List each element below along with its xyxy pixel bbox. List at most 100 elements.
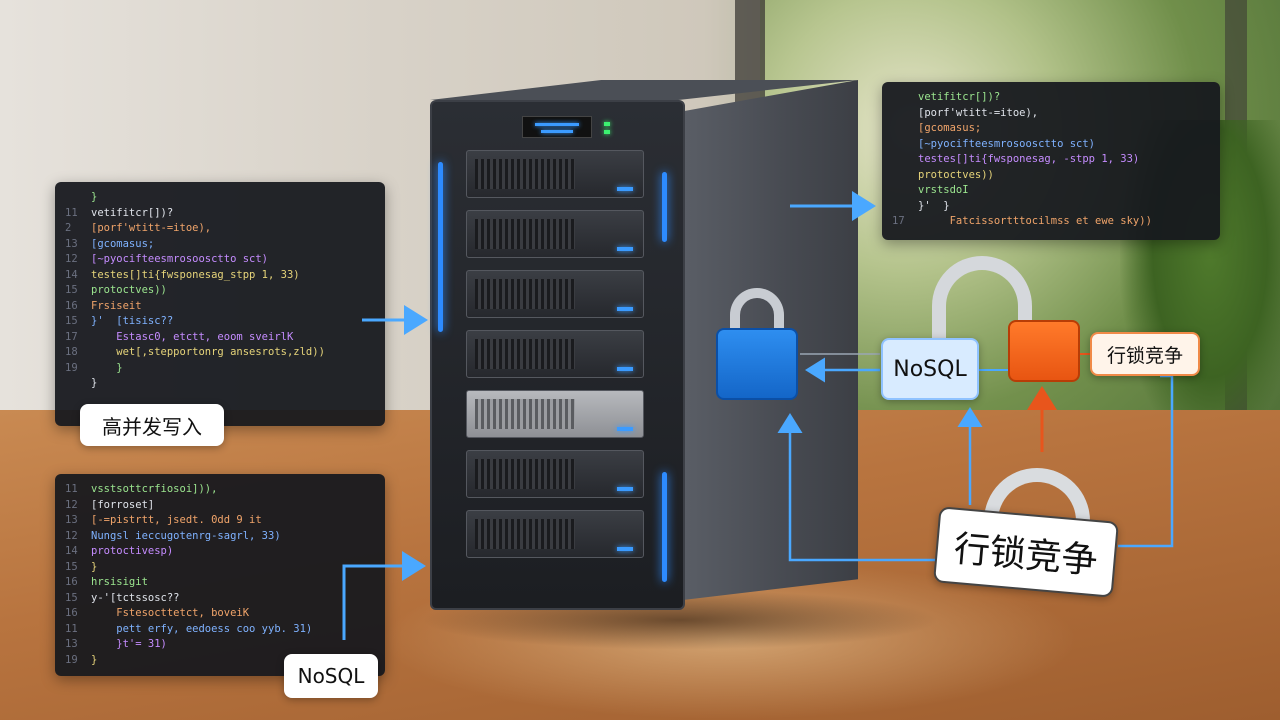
server-tower — [430, 80, 870, 620]
code-line: 16 hrsisigit — [65, 575, 375, 591]
line-number: 17 — [65, 330, 78, 343]
drive-bay — [466, 330, 644, 378]
line-number: 11 — [65, 206, 78, 219]
code-line: 12 [forroset] — [65, 498, 375, 514]
code-text: Frsiseit — [91, 299, 142, 312]
label-nosql-center: NoSQL — [881, 338, 979, 400]
code-line: 13 }t'= 31) — [65, 637, 375, 653]
code-text: vetifitcr[])? — [91, 206, 174, 219]
code-text: hrsisigit — [91, 576, 148, 588]
code-text: }t'= 31) — [91, 638, 167, 650]
code-text: testes[]ti{fwsponesag, -stpp 1, 33) — [918, 153, 1140, 165]
blue-led-strip — [662, 172, 667, 242]
line-number: 15 — [65, 284, 78, 296]
code-line: [~pyocifteesmrosoosctto sct) — [892, 137, 1210, 153]
line-number: 14 — [65, 268, 78, 281]
line-number — [892, 90, 918, 106]
line-number — [892, 168, 918, 184]
line-number: 16 — [65, 299, 78, 312]
line-number: 12 — [65, 253, 78, 265]
code-line: 19} — [65, 653, 375, 669]
line-number — [892, 152, 918, 168]
code-text: [forroset] — [91, 498, 155, 511]
line-number — [65, 376, 91, 392]
code-text: Estasc0, etctt, eoom sveirlK — [91, 330, 294, 343]
code-text: pett erfy, eedoess coo yyb. 31) — [91, 622, 313, 635]
code-text: [porf'wtitt-=itoe), — [918, 106, 1039, 119]
line-number — [892, 183, 918, 199]
code-text: }' } — [918, 199, 950, 212]
line-number — [65, 190, 91, 206]
front-display — [522, 116, 592, 138]
line-number: 15 — [65, 560, 78, 573]
code-text: protoctves)) — [91, 284, 167, 296]
code-text: }' [tisisc?? — [91, 315, 174, 327]
code-line: 11 vetifitcr[])? — [65, 206, 375, 222]
line-number: 15 — [65, 315, 78, 327]
code-text: [gcomasus; — [918, 122, 982, 134]
code-line: } — [65, 190, 375, 206]
drive-bay — [466, 270, 644, 318]
drive-bay — [466, 450, 644, 498]
code-text: [~pyocifteesmrosoosctto sct) — [91, 253, 269, 265]
code-line: [porf'wtitt-=itoe), — [892, 106, 1210, 122]
line-number: 12 — [65, 529, 78, 542]
code-line: 12 Nungsl ieccugotenrg-sagrl, 33) — [65, 529, 375, 545]
code-text: [gcomasus; — [91, 237, 155, 250]
code-line: 15 y-'[tctssosc?? — [65, 591, 375, 607]
code-panel-top-right: vetifitcr[])?[porf'wtitt-=itoe),[gcomasu… — [882, 82, 1220, 240]
code-text: [-=pistrtt, jsedt. 0dd 9 it — [91, 514, 262, 526]
lock-icon-blue — [716, 288, 798, 400]
code-text: } — [91, 560, 98, 573]
line-number — [892, 106, 918, 122]
code-text: } — [91, 653, 98, 666]
line-number: 12 — [65, 498, 78, 511]
code-line: 17 Estasc0, etctt, eoom sveirlK — [65, 330, 375, 346]
code-text: } — [91, 361, 123, 374]
line-number: 14 — [65, 545, 78, 557]
code-line: 13 [-=pistrtt, jsedt. 0dd 9 it — [65, 513, 375, 529]
line-number: 13 — [65, 237, 78, 250]
line-number — [892, 137, 918, 153]
code-line: 18 wet[,stepportonrg ansesrots,zld)) — [65, 345, 375, 361]
code-line: vrstsdoI — [892, 183, 1210, 199]
line-number: 15 — [65, 591, 78, 604]
code-text: wet[,stepportonrg ansesrots,zld)) — [91, 346, 325, 358]
line-number: 13 — [65, 514, 78, 526]
code-text: y-'[tctssosc?? — [91, 591, 180, 604]
code-line: 16 Frsiseit — [65, 299, 375, 315]
line-number — [892, 121, 918, 137]
code-line: 16 Fstesocttetct, boveiK — [65, 606, 375, 622]
line-number: 16 — [65, 576, 78, 588]
label-row-lock-contention-large: 行锁竞争 — [933, 506, 1119, 598]
code-text: Fstesocttetct, boveiK — [91, 607, 250, 619]
blue-led-strip — [438, 162, 443, 332]
drive-bay — [466, 150, 644, 198]
label-nosql-bottom: NoSQL — [284, 654, 378, 698]
code-text: Fatcissortttocilmss et ewe sky)) — [918, 215, 1152, 227]
code-text: } — [91, 191, 98, 203]
code-line: 19 } — [65, 361, 375, 377]
line-number: 13 — [65, 638, 78, 650]
code-line: 17 Fatcissortttocilmss et ewe sky)) — [892, 214, 1210, 230]
code-line: [gcomasus; — [892, 121, 1210, 137]
code-line: 11 pett erfy, eedoess coo yyb. 31) — [65, 622, 375, 638]
line-number: 16 — [65, 607, 78, 619]
code-text: Nungsl ieccugotenrg-sagrl, 33) — [91, 529, 281, 542]
line-number — [892, 199, 918, 215]
code-line: 15 }' [tisisc?? — [65, 314, 375, 330]
code-line: } — [65, 376, 375, 392]
line-number: 19 — [65, 361, 78, 374]
drive-bay — [466, 210, 644, 258]
label-high-concurrency-write: 高并发写入 — [80, 404, 224, 446]
label-row-lock-contention-small: 行锁竞争 — [1090, 332, 1200, 376]
line-number: 19 — [65, 653, 78, 666]
server-front-panel — [430, 100, 685, 610]
line-number: 17 — [892, 215, 905, 227]
line-number: 11 — [65, 483, 78, 495]
code-text: protoctves)) — [918, 168, 994, 181]
